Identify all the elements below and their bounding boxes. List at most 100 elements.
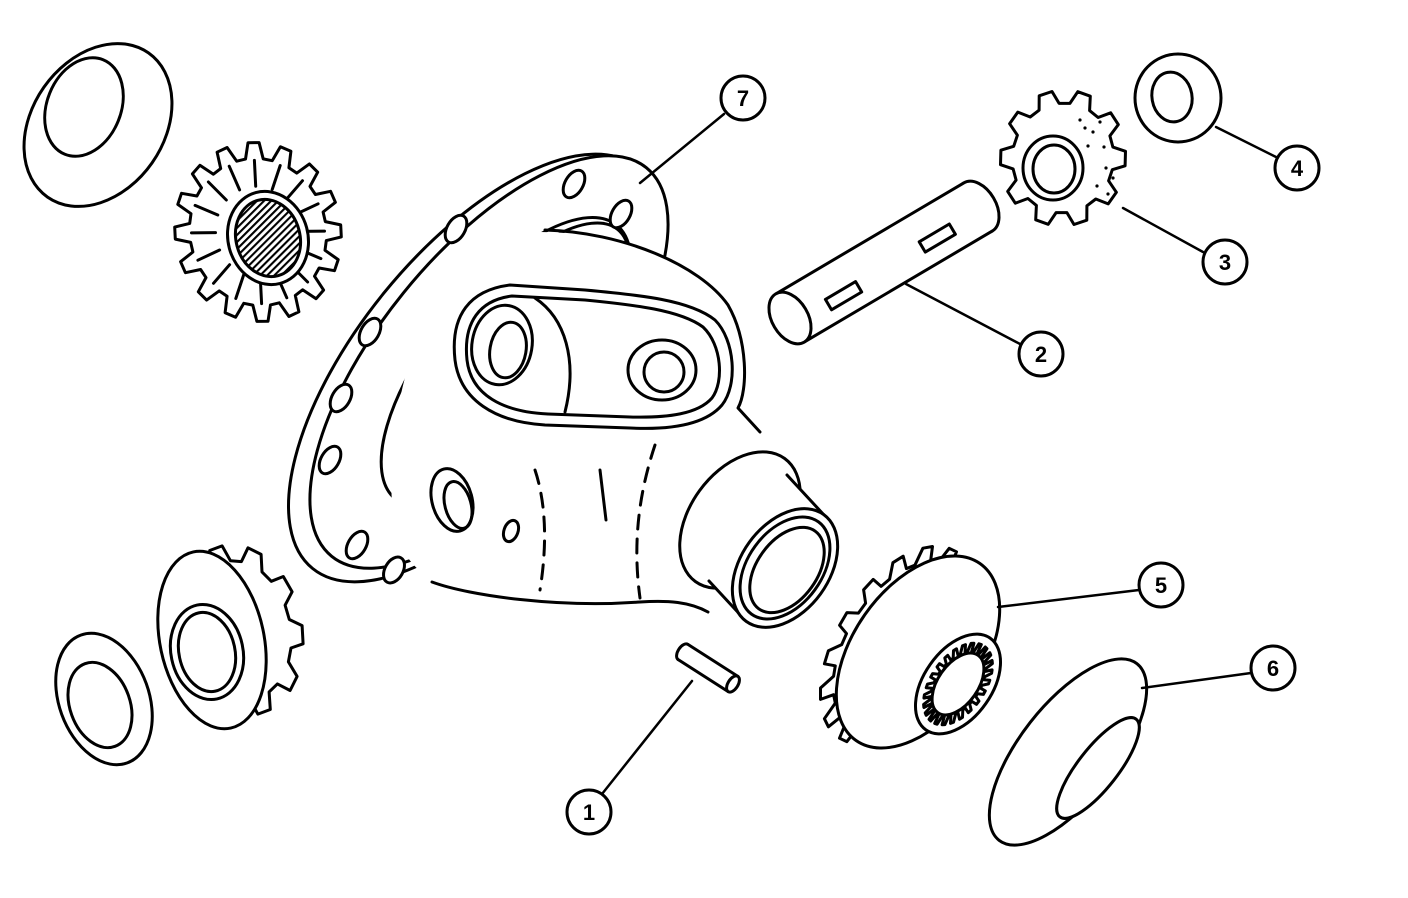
- gear-texture-dot: [1106, 192, 1110, 196]
- shaft-slot: [917, 222, 957, 254]
- gear-texture-dot: [1111, 176, 1115, 180]
- bolt-hole: [608, 198, 634, 230]
- case-contour-line: [533, 468, 547, 592]
- gear-texture-dot: [1083, 126, 1087, 130]
- callout-number: 6: [1267, 656, 1279, 681]
- shaft-slot: [823, 280, 864, 312]
- gear-texture-dot: [1086, 144, 1090, 148]
- callout-6: 6: [1249, 644, 1297, 692]
- small-hole: [501, 518, 521, 544]
- side-gear-right: [819, 545, 1003, 750]
- case-window-inner: [464, 294, 721, 419]
- case-body-top-outline: [543, 228, 762, 434]
- leader-line-5: [996, 588, 1141, 609]
- hub-end-ring: [738, 515, 832, 621]
- thrust-washer-upper-right: [1133, 52, 1223, 144]
- pin-near-end: [725, 674, 741, 694]
- lock-pin: [675, 642, 741, 694]
- callout-number: 3: [1219, 250, 1231, 275]
- callout-circle: [1273, 144, 1321, 192]
- pinion-gear-lower-left: [156, 544, 305, 731]
- pinion-gear-upper-right: [999, 90, 1127, 226]
- shaft-edge: [774, 181, 966, 296]
- bolt-hole: [357, 316, 383, 348]
- gear-texture-dot: [1091, 130, 1095, 134]
- leader-line-7: [638, 112, 726, 185]
- gear-tooth-edge: [196, 248, 222, 262]
- callout-circle: [1201, 238, 1249, 286]
- gear-spline-bore: [930, 651, 986, 717]
- gear-tooth-edge: [227, 164, 242, 192]
- gear-tooth-edge: [212, 263, 232, 285]
- gear-bore-inner: [176, 610, 238, 694]
- gear-texture-dot: [1078, 118, 1082, 122]
- pin-edge: [676, 658, 730, 694]
- shaft-edge: [802, 229, 994, 344]
- gear-texture-dot: [1095, 184, 1099, 188]
- washer-bore: [1150, 70, 1194, 124]
- bolt-hole: [328, 382, 354, 414]
- bolt-hole: [382, 555, 406, 585]
- case-contour-line: [635, 443, 657, 600]
- gear-spline: [922, 641, 994, 727]
- leader-line-4: [1214, 125, 1278, 159]
- gear-tooth-edge: [284, 179, 304, 201]
- pin-body-fill: [678, 644, 738, 692]
- hub-cylinder-edge: [785, 473, 826, 517]
- gear-tooth-edge: [193, 203, 220, 217]
- callout-3: 3: [1201, 238, 1249, 286]
- hub-end-face: [730, 507, 840, 629]
- bolt-hole: [344, 529, 370, 561]
- bolt-hole: [317, 444, 343, 476]
- callout-circle: [1017, 330, 1065, 378]
- leader-line-2: [904, 282, 1022, 346]
- callout-circle: [1137, 561, 1185, 609]
- leader-line-6: [1140, 671, 1253, 690]
- shaft-bore-right-inner: [642, 350, 686, 394]
- washer-bore: [43, 56, 125, 158]
- callout-7: 7: [719, 74, 767, 122]
- hub-bore: [748, 525, 826, 615]
- differential-case: [287, 152, 840, 629]
- shaft-bore-left-inner: [488, 320, 528, 380]
- callout-1: 1: [565, 788, 613, 836]
- flange-bolt-holes: [317, 168, 634, 585]
- callout-number: 7: [737, 86, 749, 111]
- pin-edge: [686, 642, 740, 678]
- gear-tooth-edge: [252, 158, 258, 188]
- callout-number: 5: [1155, 573, 1167, 598]
- gear-bore-inner: [1031, 143, 1077, 195]
- pinion-shaft: [767, 179, 1001, 346]
- gear-texture-dot: [1098, 120, 1102, 124]
- leader-lines: [600, 112, 1278, 796]
- callout-5: 5: [1137, 561, 1185, 609]
- gear-tooth-edge: [234, 273, 246, 300]
- callout-2: 2: [1017, 330, 1065, 378]
- callout-circle: [719, 74, 767, 122]
- case-body-bottom-outline: [430, 580, 710, 614]
- bolt-hole: [443, 213, 469, 245]
- callout-circle: [565, 788, 613, 836]
- washer-bore: [1055, 716, 1141, 820]
- leader-line-3: [1121, 206, 1205, 254]
- gear-tooth-edge: [270, 164, 282, 191]
- leader-line-1: [600, 679, 694, 796]
- gear-spline-bore: [233, 197, 303, 279]
- case-interior-edge: [533, 296, 572, 414]
- gear-texture-dot: [1102, 145, 1106, 149]
- shaft-near-end: [767, 290, 813, 346]
- thrust-washer-lower-left: [54, 631, 154, 767]
- gear-tooth-edge: [206, 180, 228, 202]
- washer-bore: [66, 660, 134, 750]
- thrust-washer-upper-left: [22, 42, 174, 208]
- callout-number: 1: [583, 800, 595, 825]
- callout-number: 2: [1035, 342, 1047, 367]
- gear-bore: [168, 602, 246, 702]
- callout-4: 4: [1273, 144, 1321, 192]
- case-contour-line: [598, 468, 608, 522]
- lock-pin-hole-inner: [442, 480, 474, 530]
- callout-circle: [1249, 644, 1297, 692]
- bolt-hole: [561, 168, 587, 200]
- callout-number: 4: [1291, 156, 1304, 181]
